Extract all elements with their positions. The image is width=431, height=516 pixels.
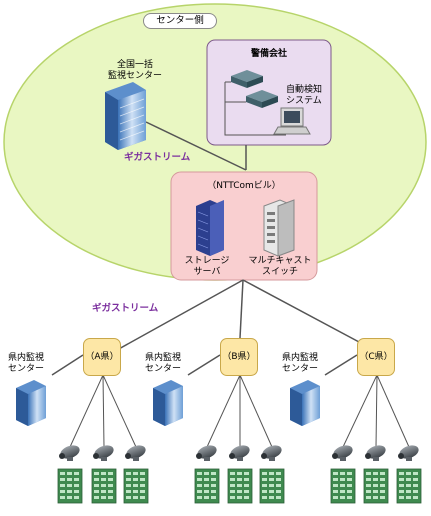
facility-building-icon xyxy=(396,468,422,504)
pref-a-center-line2: センター xyxy=(8,364,45,374)
camera-icon xyxy=(196,445,217,461)
facility-building-icon xyxy=(194,468,220,504)
camera-icon xyxy=(261,445,282,461)
camera-icon xyxy=(398,445,419,461)
pref-c-center-line1: 県内監視 xyxy=(282,353,319,363)
pref-b-center-line2: センター xyxy=(145,364,182,374)
pref-b-building-icon xyxy=(153,380,183,426)
camera-wiring xyxy=(69,81,410,448)
multicast-switch-icon xyxy=(263,199,295,257)
switch-line1: マルチキャスト xyxy=(248,256,312,266)
pc-icon xyxy=(273,107,311,135)
storage-line1: ストレージ xyxy=(184,256,230,266)
hq-building-icon xyxy=(105,82,146,150)
facility-building-icon xyxy=(259,468,285,504)
pref-a-center-label: 県内監視 センター xyxy=(8,353,44,375)
pref-b-center-line1: 県内監視 xyxy=(145,353,182,363)
switch-line2: スイッチ xyxy=(261,267,298,277)
camera-icon xyxy=(93,445,114,461)
hq-label-line2: 監視センター xyxy=(107,71,162,81)
camera-icon xyxy=(59,445,80,461)
hq-label: 全国一括 監視センター xyxy=(102,60,168,82)
cameras-and-facilities xyxy=(57,445,422,504)
auto-detection-line1: 自動検知 xyxy=(286,85,323,95)
facility-building-icon xyxy=(57,468,83,504)
gigastream-top-label: ギガストリーム xyxy=(124,152,191,163)
facility-building-icon xyxy=(363,468,389,504)
pref-b-center-label: 県内監視 センター xyxy=(145,353,181,375)
facility-building-icon xyxy=(330,468,356,504)
storage-line2: サーバ xyxy=(193,267,221,277)
pref-c-center-label: 県内監視 センター xyxy=(282,353,318,375)
camera-icon xyxy=(332,445,353,461)
router-icon-1 xyxy=(231,70,263,88)
auto-detection-label: 自動検知 システム xyxy=(286,85,322,107)
storage-server-label: ストレージ サーバ xyxy=(175,256,239,278)
pref-b-box: （B県） xyxy=(220,338,258,376)
router-icon-2 xyxy=(246,90,278,108)
hq-label-line1: 全国一括 xyxy=(116,60,153,70)
security-company-title: 警備会社 xyxy=(250,49,287,59)
pref-a-building-icon xyxy=(16,380,46,426)
storage-server-icon xyxy=(196,200,224,256)
gigastream-bottom-label: ギガストリーム xyxy=(92,303,159,314)
auto-detection-line2: システム xyxy=(286,96,322,106)
camera-icon xyxy=(365,445,386,461)
wiring xyxy=(51,121,375,376)
multicast-switch-label: マルチキャスト スイッチ xyxy=(244,256,316,278)
pref-c-building-icon xyxy=(290,380,320,426)
pref-c-box: （C県） xyxy=(357,338,395,376)
camera-icon xyxy=(229,445,250,461)
facility-building-icon xyxy=(91,468,117,504)
ntt-building-title: （NTTComビル） xyxy=(207,181,281,191)
pref-c-center-line2: センター xyxy=(282,364,319,374)
facility-building-icon xyxy=(123,468,149,504)
facility-building-icon xyxy=(227,468,253,504)
center-side-title: センター側 xyxy=(143,13,217,29)
pref-a-box: （A県） xyxy=(83,338,121,376)
pref-a-center-line1: 県内監視 xyxy=(8,353,45,363)
camera-icon xyxy=(125,445,146,461)
